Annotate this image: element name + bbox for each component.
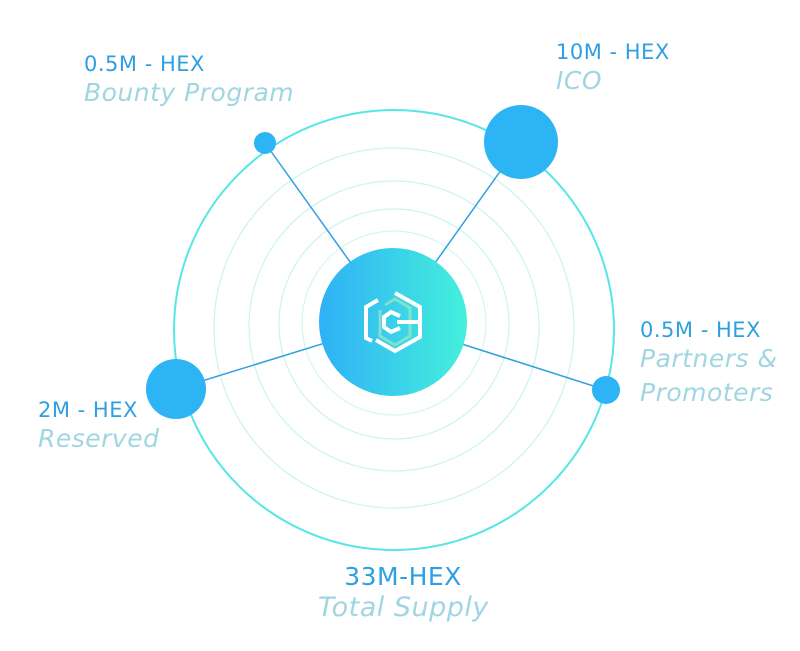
bounty-label-group: 0.5M - HEX Bounty Program xyxy=(84,52,294,110)
ico-label: ICO xyxy=(556,66,603,95)
node-bounty xyxy=(254,132,276,154)
partners-label-2: Promoters xyxy=(640,378,774,407)
ico-value: 10M - HEX xyxy=(556,40,670,64)
ico-label-group: 10M - HEX ICO xyxy=(556,40,670,98)
inner-ring xyxy=(301,230,487,416)
node-partners xyxy=(592,376,620,404)
total-label: Total Supply xyxy=(318,592,489,623)
hex-logo-icon xyxy=(364,291,422,354)
partners-value: 0.5M - HEX xyxy=(640,318,761,342)
inner-ring xyxy=(248,180,540,472)
partners-label: Partners & xyxy=(640,344,778,373)
node-ico xyxy=(484,105,558,179)
outer-ring xyxy=(173,109,615,551)
reserved-label-group: 2M - HEX Reserved xyxy=(38,398,159,456)
partners-label-group: 0.5M - HEX Partners & Promoters xyxy=(640,318,777,410)
reserved-label: Reserved xyxy=(38,424,160,453)
total-value: 33M-HEX xyxy=(344,562,462,591)
inner-ring xyxy=(278,208,510,440)
reserved-value: 2M - HEX xyxy=(38,398,138,422)
center-circle xyxy=(319,248,467,396)
inner-ring xyxy=(213,147,575,509)
bounty-value: 0.5M - HEX xyxy=(84,52,205,76)
node-reserved xyxy=(146,359,206,419)
total-label-group: 33M-HEX Total Supply xyxy=(318,562,488,625)
bounty-label: Bounty Program xyxy=(84,78,295,107)
